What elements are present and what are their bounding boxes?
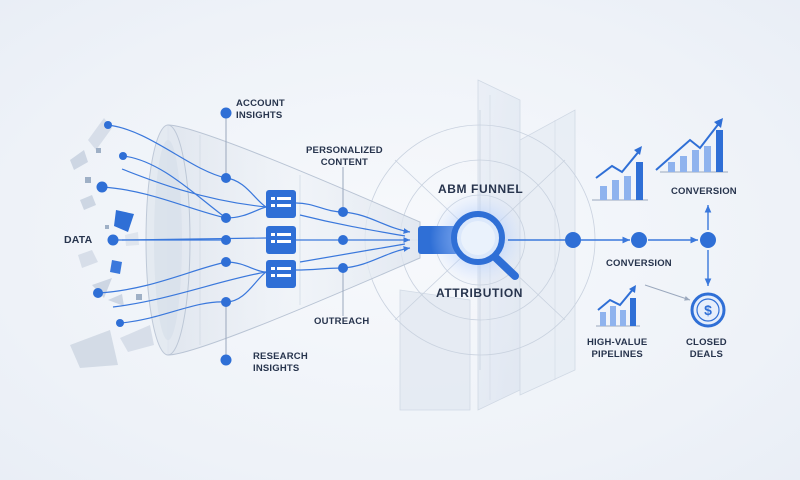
label-attribution: ATTRIBUTION (436, 286, 524, 300)
label-high-value-pipelines: HIGH-VALUE PIPELINES (587, 337, 647, 361)
document-card-icon (266, 190, 296, 218)
pipeline-connector (644, 284, 691, 301)
label-conversion-mid: CONVERSION (606, 258, 672, 269)
growth-chart-icon (655, 118, 728, 173)
growth-chart-icon (592, 146, 648, 201)
label-outreach: OUTREACH (314, 316, 370, 327)
label-data: DATA (64, 234, 93, 246)
conversion-flow (508, 205, 712, 286)
label-abm-funnel: ABM FUNNEL (438, 182, 524, 196)
growth-chart-icon (596, 285, 640, 327)
data-debris (70, 118, 154, 368)
label-personalized-content: PERSONALIZED CONTENT (306, 145, 383, 169)
label-high-value-pipelines-line2: PIPELINES (591, 348, 643, 360)
conversion-nodes (565, 232, 716, 248)
label-conversion-top: CONVERSION (671, 186, 737, 197)
label-closed-deals: CLOSED DEALS (686, 337, 727, 361)
label-connectors (225, 113, 344, 360)
label-personalized-content-line2: CONTENT (320, 156, 369, 168)
document-card-icon (266, 260, 296, 288)
label-closed-deals-line2: DEALS (689, 348, 723, 360)
label-closed-deals-line1: CLOSED (686, 337, 727, 348)
flow-nodes (93, 107, 348, 366)
label-account-insights-line1: ACCOUNT (236, 98, 285, 109)
label-research-insights-line1: RESEARCH (253, 351, 308, 362)
magnifier-icon (430, 190, 526, 286)
label-high-value-pipelines-line1: HIGH-VALUE (587, 337, 648, 348)
flow-lines (97, 124, 411, 324)
label-research-insights-line2: INSIGHTS (253, 362, 300, 374)
label-account-insights-line2: INSIGHTS (236, 109, 283, 121)
label-personalized-content-line1: PERSONALIZED (306, 145, 383, 156)
svg-text:$: $ (704, 302, 712, 318)
label-research-insights: RESEARCH INSIGHTS (253, 351, 308, 375)
dollar-coin-icon: $ (690, 292, 726, 328)
label-account-insights: ACCOUNT INSIGHTS (236, 98, 285, 122)
document-card-icon (266, 226, 296, 254)
